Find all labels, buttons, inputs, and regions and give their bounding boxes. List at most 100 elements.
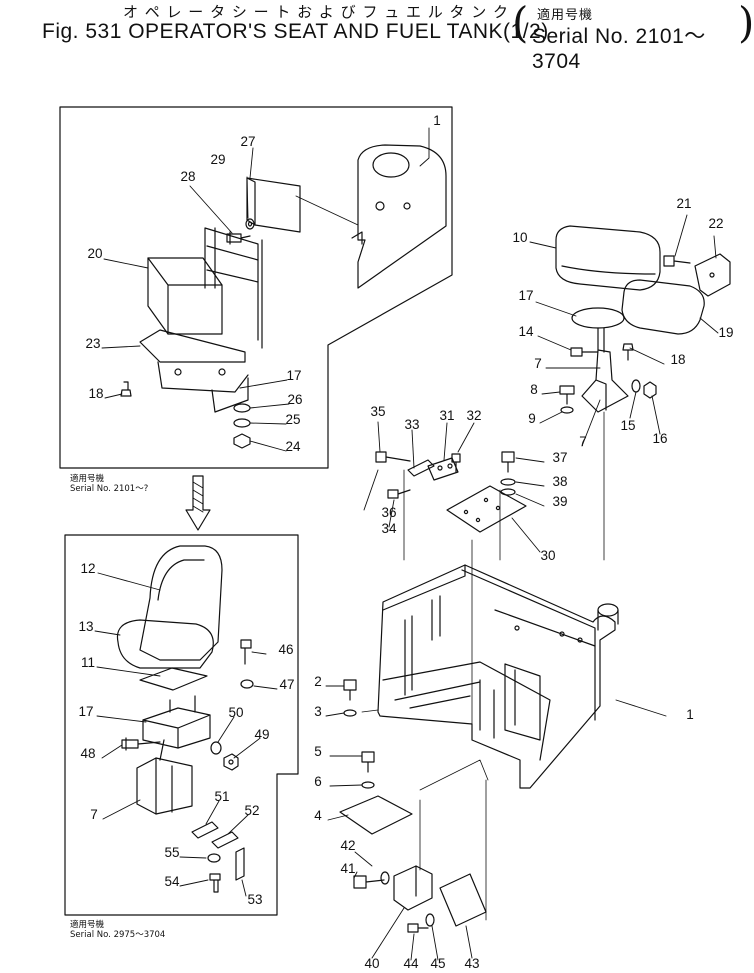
bolt-5: [361, 751, 375, 773]
callout-7: 7: [534, 356, 542, 371]
lower-inset-leaders: [94, 572, 278, 897]
callout-38: 38: [552, 474, 567, 489]
callout-19: 19: [718, 325, 733, 340]
callout-10: 10: [512, 230, 527, 245]
callout-18: 18: [670, 352, 685, 367]
seat-cushion-20: [147, 257, 223, 335]
bolt-21: [663, 255, 691, 267]
upper-inset-frame: [59, 106, 453, 469]
seat-cushion-13: [116, 619, 214, 669]
callout-7: 7: [579, 434, 587, 449]
callout-50: 50: [228, 705, 243, 720]
main-assembly-leaders: [325, 214, 719, 961]
bracket-40: [393, 865, 433, 911]
callout-13: 13: [78, 619, 93, 634]
callout-47: 47: [279, 677, 294, 692]
callout-45: 45: [430, 956, 445, 971]
hatched-down-arrow: [185, 475, 211, 531]
callout-23: 23: [85, 336, 100, 351]
callout-9: 9: [528, 411, 536, 426]
old-fuel-tank-section: [351, 144, 447, 289]
callout-30: 30: [540, 548, 555, 563]
upper-inset-serial-label-jp: 適用号機: [70, 474, 105, 484]
callout-35: 35: [370, 404, 385, 419]
cover-plate-43: [439, 873, 487, 927]
stand-7-main: [581, 349, 629, 413]
callout-41: 41: [340, 861, 355, 876]
suspension-seat-12: [139, 545, 223, 661]
callout-55: 55: [164, 845, 179, 860]
callout-17: 17: [518, 288, 533, 303]
bolt-37: [501, 451, 515, 473]
callout-5: 5: [314, 744, 322, 759]
upper-inset-leaders: [101, 127, 430, 452]
assembly-guide-lines: [361, 411, 605, 921]
seat-plate-11: [139, 667, 208, 691]
callout-1: 1: [686, 707, 694, 722]
seat-cushion-10: [555, 225, 661, 291]
bolt-48: [121, 737, 161, 751]
backrest-cushion-19: [621, 279, 705, 335]
lower-inset-serial-label: Serial No. 2975～3704: [70, 930, 166, 940]
upper-inset-serial-tag: 適用号機 Serial No. 2101～?: [70, 474, 148, 494]
bolt-41: [353, 875, 385, 889]
bracket-33: [407, 459, 435, 477]
washer-42: [380, 871, 390, 885]
bolt-32: [451, 453, 461, 473]
callout-16: 16: [652, 431, 667, 446]
callout-46: 46: [278, 642, 293, 657]
plates-51-52: [191, 821, 239, 849]
washer-50: [210, 741, 222, 755]
callout-32: 32: [466, 408, 481, 423]
seat-bracket-17-lower: [142, 695, 211, 749]
washer-15: [631, 379, 641, 393]
callout-4: 4: [314, 808, 322, 823]
callout-52: 52: [244, 803, 259, 818]
washer-9: [560, 406, 574, 414]
cover-plate-4: [339, 795, 413, 835]
callout-3: 3: [314, 704, 322, 719]
washer-3: [343, 709, 357, 717]
figure-title: Fig. 531 OPERATOR'S SEAT AND FUEL TANK(1…: [42, 20, 549, 43]
nut-16: [643, 381, 657, 399]
callout-14: 14: [518, 324, 534, 339]
callout-17: 17: [78, 704, 93, 719]
fuel-tank-1: [377, 564, 619, 789]
serial-range: Serial No. 2101～3704: [532, 25, 706, 73]
screw-18-main: [622, 343, 634, 361]
bracket-31: [427, 457, 459, 481]
callout-6: 6: [314, 774, 322, 789]
lower-inset-frame: [64, 534, 299, 916]
backrest-frame: [204, 227, 263, 349]
bolt-14: [570, 347, 599, 357]
washer-stack-24-26: [233, 403, 251, 449]
callout-39: 39: [552, 494, 567, 509]
lower-inset-serial-label-jp: 適用号機: [70, 920, 105, 930]
callout-33: 33: [404, 417, 419, 432]
callout-29: 29: [210, 152, 225, 167]
washer-38: [500, 478, 516, 486]
lower-inset-serial-tag: 適用号機 Serial No. 2975～3704: [70, 920, 165, 940]
serial-close-paren: ): [738, 0, 754, 47]
figure-header: オ ペ レ ー タ シ ー ト お よ び フ ュ エ ル タ ン ク Fig.…: [0, 0, 754, 74]
stand-7-lower: [136, 739, 193, 815]
callout-43: 43: [464, 956, 479, 971]
bolt-2: [343, 679, 357, 701]
callout-20: 20: [87, 246, 102, 261]
callout-49: 49: [254, 727, 269, 742]
washer-45: [425, 913, 435, 927]
callout-34: 34: [381, 521, 397, 536]
callout-7: 7: [90, 807, 98, 822]
washer-47: [240, 679, 254, 689]
upper-inset-serial-label: Serial No. 2101～?: [70, 484, 149, 494]
callout-15: 15: [620, 418, 635, 433]
figure-title-japanese: オ ペ レ ー タ シ ー ト お よ び フ ュ エ ル タ ン ク: [123, 3, 510, 21]
callout-8: 8: [530, 382, 538, 397]
callout-1: 1: [433, 113, 441, 128]
callout-24: 24: [285, 439, 301, 454]
bolt-46: [240, 639, 252, 665]
callout-31: 31: [439, 408, 454, 423]
callout-25: 25: [285, 412, 300, 427]
washer-39: [500, 488, 516, 496]
